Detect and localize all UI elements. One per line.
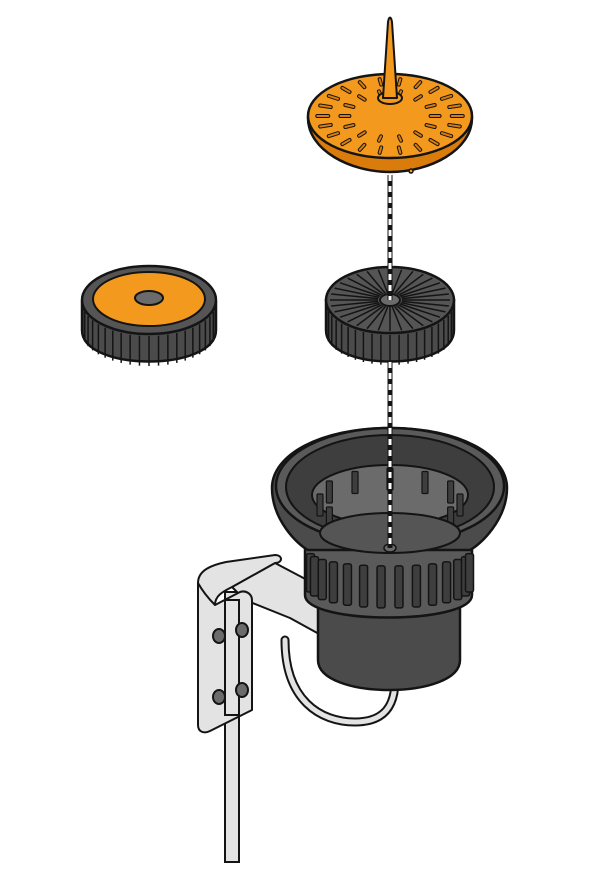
cap-slot-inner xyxy=(319,123,332,128)
cap-slot-inner xyxy=(425,124,436,128)
cog-spoke xyxy=(401,293,449,300)
cog-spoke xyxy=(391,306,403,331)
bracket-bolts xyxy=(212,622,249,705)
housing-rib xyxy=(464,552,475,593)
cap-slot-inner xyxy=(378,146,383,154)
cap-slot-inner xyxy=(397,146,402,154)
cap-slot-inner xyxy=(429,138,439,146)
cog-spoke xyxy=(331,293,379,300)
cap-slot-inner xyxy=(429,86,439,94)
cog-spoke xyxy=(399,282,441,297)
cog-spoke xyxy=(356,305,384,327)
cap-slot-inner xyxy=(378,78,383,86)
cap-slot-inner xyxy=(344,124,355,128)
housing-rib xyxy=(358,564,369,608)
cage-slot xyxy=(351,470,359,495)
cap-slot-inner xyxy=(344,104,355,108)
cap-slot-inner xyxy=(414,95,422,101)
housing-rib xyxy=(394,565,404,609)
cap-slot-inner xyxy=(414,81,422,89)
cap-slot-inner xyxy=(398,135,403,142)
cog-spoke xyxy=(391,269,403,294)
cable-path-inner xyxy=(282,637,398,725)
bolt-icon xyxy=(235,682,249,698)
cog-spoke xyxy=(377,306,389,331)
cog-spoke xyxy=(366,305,386,330)
cog-spoke xyxy=(331,300,379,307)
cap-slot-inner xyxy=(358,143,366,151)
cog-top-hub xyxy=(134,290,164,306)
cap-spike xyxy=(382,16,398,99)
cog-spoke xyxy=(347,277,382,296)
cog-bottom-teeth xyxy=(325,302,455,365)
pole-front xyxy=(224,599,240,716)
cap-slot-inner xyxy=(397,78,402,86)
cap-slot-inner xyxy=(341,138,351,146)
housing-rib xyxy=(427,563,438,606)
cog-spoke xyxy=(394,270,414,295)
cog-spoke xyxy=(394,305,414,330)
cap-slot-inner xyxy=(440,94,453,100)
housing-rib xyxy=(342,563,353,606)
cog-spoke xyxy=(356,273,384,295)
cap-slot-inner xyxy=(425,104,436,108)
cap-slot-inner xyxy=(440,132,453,138)
housing-rib xyxy=(328,561,339,604)
cap-slot-inner xyxy=(358,131,366,137)
housing-rib xyxy=(441,561,452,604)
cog-spoke xyxy=(366,270,386,295)
cog-spoke xyxy=(396,305,424,327)
cap-slot-inner xyxy=(327,94,340,100)
spike-cap xyxy=(306,16,474,174)
bolt-icon xyxy=(235,622,249,638)
cable xyxy=(280,635,400,727)
cog-spoke xyxy=(339,303,381,318)
cap-slot-inner xyxy=(341,86,351,94)
mounting-bracket xyxy=(197,554,331,734)
cog-bottom-spokes xyxy=(330,269,450,331)
cog-spoke xyxy=(334,287,380,299)
cap-slot-inner xyxy=(358,81,366,89)
cog-spoke xyxy=(396,273,424,295)
cog-spoke xyxy=(400,301,446,313)
cog-spoke xyxy=(399,303,441,318)
bolt-icon xyxy=(212,628,226,644)
cog-spoke xyxy=(398,277,433,296)
cog-spoke xyxy=(398,304,433,323)
cap-slot-inner xyxy=(448,104,461,109)
housing-rib xyxy=(309,555,320,597)
cap-slot-inner xyxy=(358,95,366,101)
cog-spoke xyxy=(339,282,381,297)
cage-slot xyxy=(421,470,429,495)
cap-slot-inner xyxy=(414,131,422,137)
cog-spoke xyxy=(334,301,380,313)
cage-slot xyxy=(316,493,324,517)
cap-slot-inner xyxy=(327,132,340,138)
cap-slot-inner xyxy=(414,143,422,151)
bolt-icon xyxy=(212,689,226,705)
cog-spoke xyxy=(400,287,446,299)
housing-rib xyxy=(411,564,422,608)
cog-wheel-top-view xyxy=(80,264,218,366)
cap-slot-inner xyxy=(377,135,382,142)
bracket-top-lip xyxy=(197,554,282,606)
housing-rib xyxy=(376,565,386,609)
cog-spoke xyxy=(401,300,449,307)
cage-slot xyxy=(325,480,333,504)
cap-slots xyxy=(315,77,465,155)
housing-ribs xyxy=(305,552,475,609)
cap-slot-inner xyxy=(448,123,461,128)
cog-spoke xyxy=(377,269,389,294)
housing-rib xyxy=(317,558,328,601)
cap-notch xyxy=(408,168,414,174)
housing-rib xyxy=(452,558,463,601)
cage-slot xyxy=(456,493,464,517)
cap-slot-inner xyxy=(319,104,332,109)
cog-spoke xyxy=(347,304,382,323)
cage-slot xyxy=(447,480,455,504)
